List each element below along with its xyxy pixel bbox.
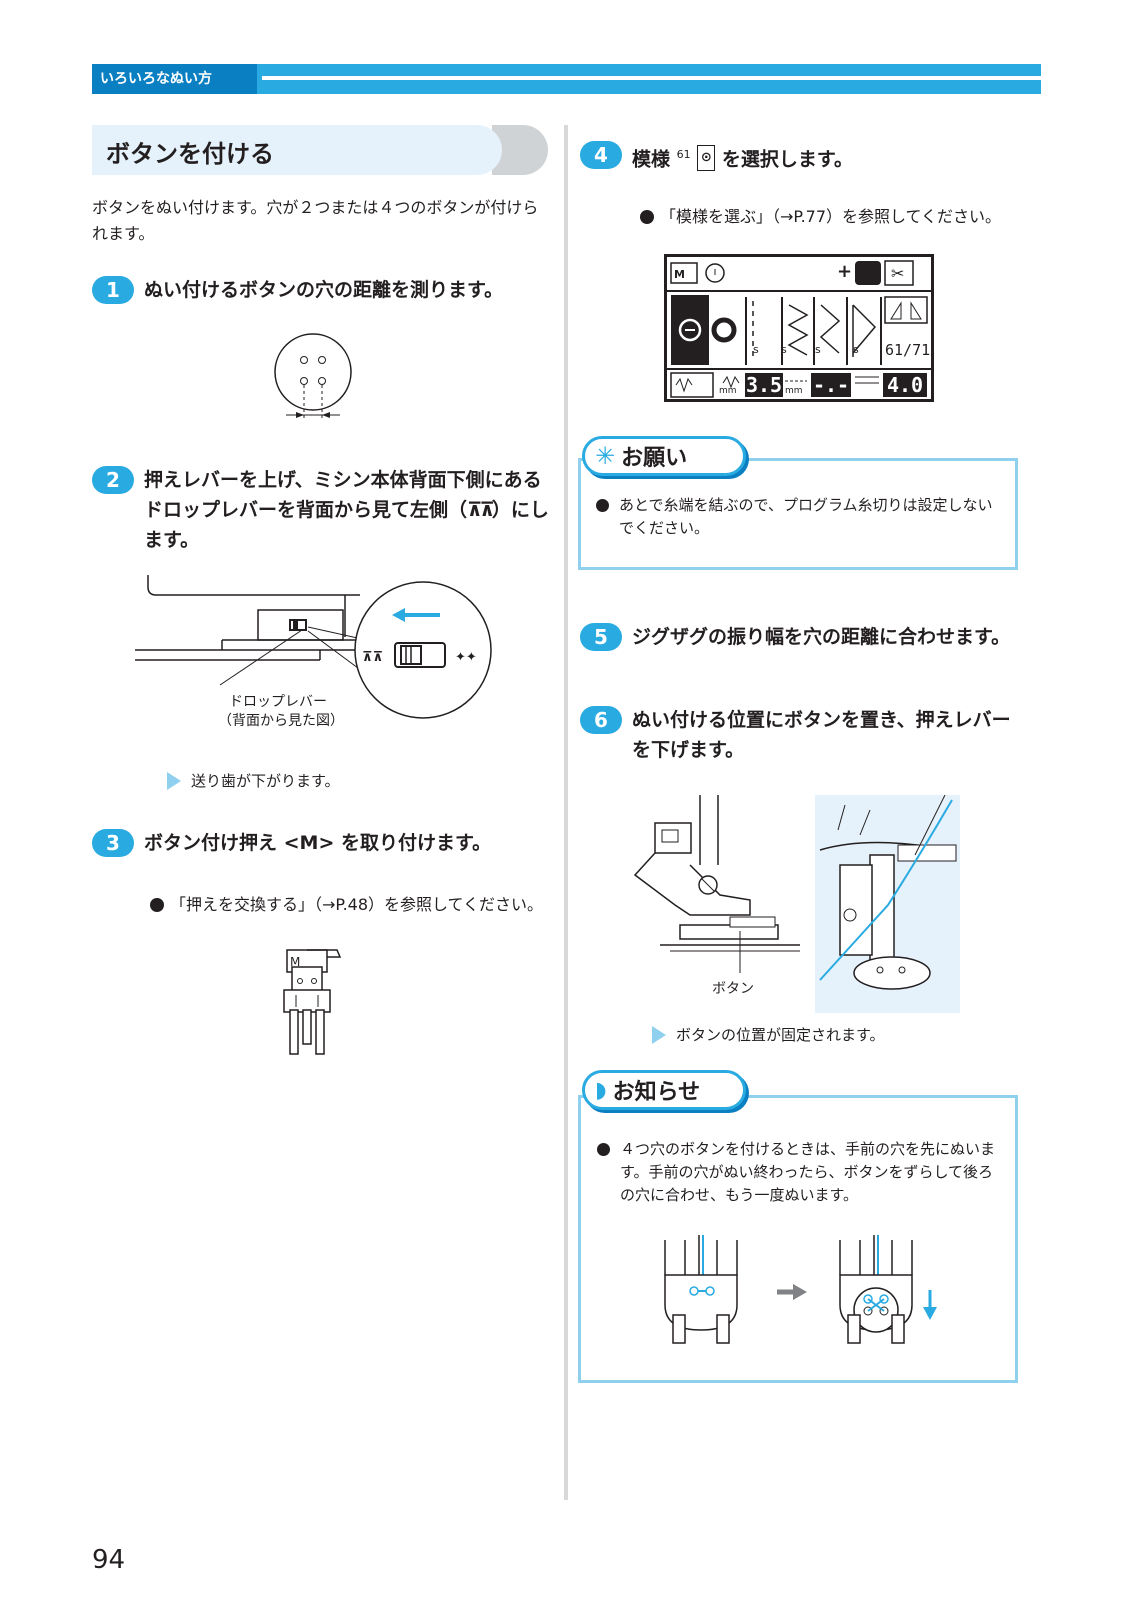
intro-text: ボタンをぬい付けます。穴が２つまたは４つのボタンが付けられます。 — [92, 198, 539, 243]
step-1: 1 ぬい付けるボタンの穴の距離を測ります。 — [92, 275, 552, 305]
request-note-text: あとで糸端を結ぶので、プログラム糸切りは設定しないでください。 — [596, 494, 1001, 540]
step-text-part: を選択します。 — [721, 148, 853, 171]
caption-line: ドロップレバー — [229, 694, 327, 710]
svg-text:+: + — [837, 261, 852, 282]
lcd-screen: M + ✂ s s s s 61/71 mm 3.5 m — [664, 254, 934, 402]
step-5: 5 ジグザグの振り幅を穴の距離に合わせます。 — [580, 622, 1025, 652]
page-title-bar: ボタンを付ける — [92, 125, 548, 175]
step-3: 3 ボタン付け押え <M> を取り付けます。 — [92, 828, 552, 858]
lcd-graphics: M + ✂ — [667, 260, 931, 398]
step-text: 押えレバーを上げ、ミシン本体背面下側にあるドロップレバーを背面から見て左側（⊼⊼… — [144, 465, 552, 555]
lcd-tension-value: 4.0 — [883, 373, 927, 397]
svg-text:✦✦: ✦✦ — [455, 650, 477, 665]
four-hole-button-illustration — [664, 1235, 937, 1344]
drop-lever-caption: ドロップレバー （背面から見た図） — [218, 693, 344, 731]
request-note-label: お願い — [621, 446, 688, 471]
step-text-part: ）にします。 — [144, 499, 549, 551]
button-hole-distance-illustration — [274, 333, 352, 418]
foot-after — [839, 1235, 937, 1344]
info-note-text: ４つ穴のボタンを付けるときは、手前の穴を先にぬいます。手前の穴がぬい終わったら、… — [597, 1138, 1002, 1207]
bullet-text: 「押えを交換する」（→P.48）を参照してください。 — [170, 895, 544, 914]
page-title: ボタンを付ける — [106, 140, 274, 168]
info-pointer-icon: ◗ — [595, 1077, 607, 1103]
caption-line: （背面から見た図） — [218, 713, 344, 729]
drop-lever-symbol: ⊼⊼ — [467, 499, 495, 521]
request-note-box — [578, 458, 1018, 570]
step-3-note: 「押えを交換する」（→P.48）を参照してください。 — [150, 893, 550, 917]
step-number: 6 — [580, 706, 622, 734]
result-text: 送り歯が下がります。 — [191, 772, 340, 790]
request-note-tab: ✳ お願い — [582, 436, 746, 476]
info-note-label: お知らせ — [612, 1080, 701, 1105]
step-number: 2 — [92, 466, 134, 494]
result-triangle-icon — [652, 1025, 666, 1044]
header-rule — [262, 76, 1041, 80]
step-4: 4 模様 61 ⊙ を選択します。 — [580, 140, 1020, 174]
step-number: 4 — [580, 141, 622, 169]
foot-before — [664, 1235, 738, 1344]
section-header-band: いろいろなぬい方 — [92, 64, 1041, 94]
step-text: ぬい付けるボタンの穴の距離を測ります。 — [144, 279, 504, 301]
button-caption: ボタン — [712, 981, 754, 997]
button-placement-illustration — [633, 795, 960, 1013]
pattern-61-icon: ⊙ — [697, 144, 716, 171]
result-triangle-icon — [167, 771, 181, 790]
result-text: ボタンの位置が固定されます。 — [676, 1026, 885, 1044]
step-text: ボタン付け押え <M> を取り付けます。 — [144, 832, 492, 854]
step-6: 6 ぬい付ける位置にボタンを置き、押えレバーを下げます。 — [580, 705, 1020, 765]
step-number: 3 — [92, 829, 134, 857]
step-2: 2 押えレバーを上げ、ミシン本体背面下側にあるドロップレバーを背面から見て左側（… — [92, 465, 552, 555]
step-text: 模様 61 ⊙ を選択します。 — [632, 140, 853, 174]
lcd-s-label: s — [815, 343, 821, 356]
lcd-length-value: -.- — [811, 373, 851, 397]
svg-text:M: M — [674, 268, 685, 281]
info-note-box — [578, 1095, 1018, 1383]
title-bar — [92, 125, 502, 175]
step-number: 1 — [92, 276, 134, 304]
button-foot-m-illustration: M — [283, 949, 342, 1055]
step-4-note: 「模様を選ぶ」（→P.77）を参照してください。 — [640, 205, 1020, 229]
note-text: あとで糸端を結ぶので、プログラム糸切りは設定しないでください。 — [619, 496, 993, 537]
step-text: ぬい付ける位置にボタンを置き、押えレバーを下げます。 — [632, 709, 1011, 761]
bullet-icon — [597, 1143, 610, 1156]
step-text-part: 押えレバーを上げ、ミシン本体背面下側にあるドロップレバーを背面から見て左側（ — [144, 469, 542, 521]
step-text: ジグザグの振り幅を穴の距離に合わせます。 — [632, 626, 1011, 648]
step-2-result: 送り歯が下がります。 — [167, 770, 340, 791]
svg-text:✂: ✂ — [891, 264, 904, 283]
info-note-tab: ◗ お知らせ — [582, 1070, 746, 1110]
section-header-label: いろいろなぬい方 — [92, 64, 257, 94]
pattern-number: 61 — [676, 148, 691, 161]
note-text: ４つ穴のボタンを付けるときは、手前の穴を先にぬいます。手前の穴がぬい終わったら、… — [620, 1140, 996, 1204]
lcd-s-label: s — [753, 343, 759, 356]
bullet-icon — [640, 210, 654, 224]
drop-lever-illustration: ⊼⊼ ✦✦ — [135, 575, 492, 719]
warning-burst-icon: ✳ — [595, 442, 616, 470]
step-number: 5 — [580, 623, 622, 651]
step-text-part: 模様 — [632, 148, 671, 171]
svg-text:⊼⊼: ⊼⊼ — [362, 650, 383, 665]
lcd-s-label: s — [853, 343, 859, 356]
lcd-pattern-counter: 61/71 — [885, 341, 931, 359]
bullet-text: 「模様を選ぶ」（→P.77）を参照してください。 — [660, 207, 1002, 226]
step-6-result: ボタンの位置が固定されます。 — [652, 1024, 885, 1045]
column-divider — [564, 125, 568, 1500]
bullet-icon — [596, 499, 609, 512]
page-number: 94 — [92, 1545, 126, 1575]
lcd-unit: mm — [785, 386, 803, 396]
lcd-unit: mm — [719, 386, 737, 396]
lcd-width-value: 3.5 — [745, 373, 783, 397]
foot-letter: M — [290, 955, 300, 969]
bullet-icon — [150, 898, 164, 912]
lcd-s-label: s — [781, 343, 787, 356]
